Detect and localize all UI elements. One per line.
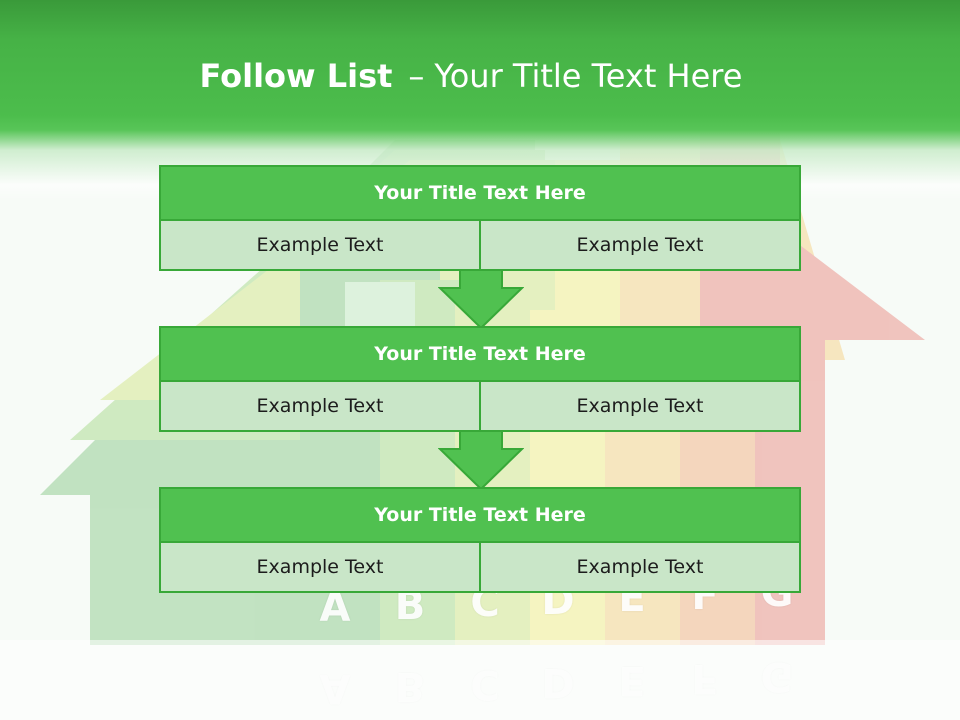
rating-letter-d-reflection: D <box>541 659 575 705</box>
down-arrow-icon <box>438 431 524 491</box>
slide-title-bold: Follow List <box>199 57 393 95</box>
list-block-3: Your Title Text Here Example Text Exampl… <box>159 487 801 593</box>
block-row: Example Text Example Text <box>159 543 801 593</box>
block-row: Example Text Example Text <box>159 382 801 432</box>
block-cell-right[interactable]: Example Text <box>481 543 801 593</box>
slide-title: Follow List–Your Title Text Here <box>0 56 942 96</box>
list-block-2: Your Title Text Here Example Text Exampl… <box>159 326 801 432</box>
rating-letter-f-reflection: F <box>691 655 719 701</box>
block-cell-left[interactable]: Example Text <box>159 382 481 432</box>
block-row: Example Text Example Text <box>159 221 801 271</box>
block-title[interactable]: Your Title Text Here <box>159 487 801 543</box>
rating-letter-a-reflection: A <box>319 665 351 711</box>
block-cell-right[interactable]: Example Text <box>481 221 801 271</box>
down-arrow-icon <box>438 270 524 330</box>
block-cell-left[interactable]: Example Text <box>159 543 481 593</box>
slide-title-dash: – <box>408 57 425 95</box>
slide-title-rest: Your Title Text Here <box>434 57 743 95</box>
block-cell-right[interactable]: Example Text <box>481 382 801 432</box>
block-title[interactable]: Your Title Text Here <box>159 165 801 221</box>
block-title[interactable]: Your Title Text Here <box>159 326 801 382</box>
block-cell-left[interactable]: Example Text <box>159 221 481 271</box>
rating-letter-g-reflection: G <box>760 653 794 699</box>
rating-letter-c-reflection: C <box>470 661 500 707</box>
list-block-1: Your Title Text Here Example Text Exampl… <box>159 165 801 271</box>
rating-letter-e-reflection: E <box>618 657 646 703</box>
rating-letter-b-reflection: B <box>394 663 426 709</box>
